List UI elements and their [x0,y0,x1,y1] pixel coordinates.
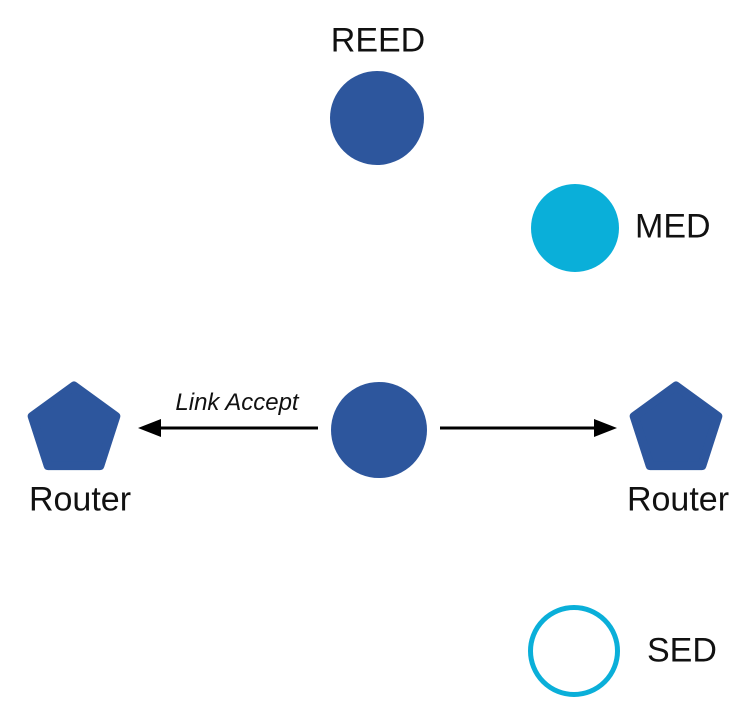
med-node-circle [531,184,619,272]
reed-node-circle [330,71,424,165]
sed-label: SED [647,631,717,670]
arrow-to-left-router [138,419,318,437]
med-label: MED [635,207,711,246]
pentagon-shape [629,381,723,471]
reed-label: REED [330,21,426,60]
pentagon-shape [27,381,121,471]
arrow-to-right-router [440,419,617,437]
router-right-pentagon-icon [629,381,723,471]
left-arrowhead-icon [138,419,161,437]
link-accept-edge-label: Link Accept [175,389,299,416]
center-node-circle [331,382,427,478]
router-left-pentagon-icon [27,381,121,471]
sed-node-circle [528,605,620,697]
router-left-label: Router [28,480,132,519]
router-right-label: Router [626,480,730,519]
right-arrowhead-icon [594,419,617,437]
